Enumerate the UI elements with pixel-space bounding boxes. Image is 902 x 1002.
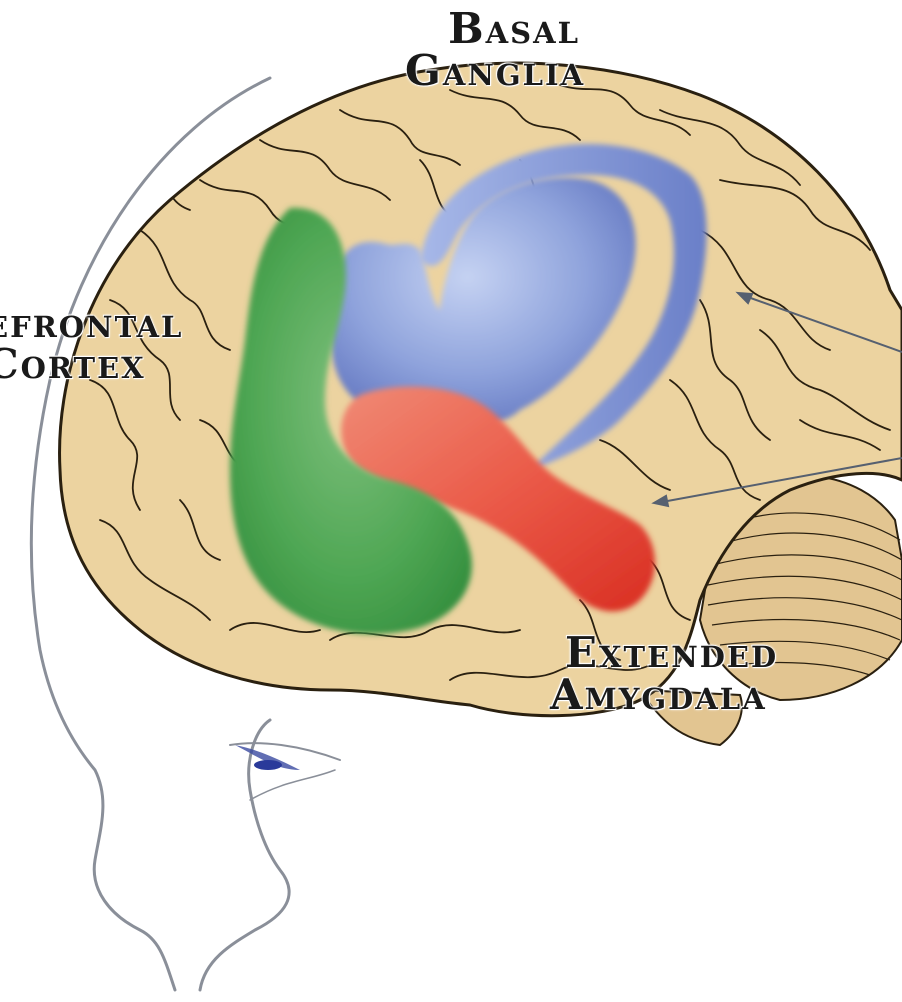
label-prefrontal-cortex-line1: efrontal — [0, 303, 183, 344]
label-extended-amygdala: Extended Amygdala — [565, 632, 778, 716]
label-prefrontal-cortex: efrontal Cortex — [0, 303, 183, 385]
label-basal-ganglia-line1: Basal — [405, 8, 585, 50]
label-prefrontal-cortex-line2: Cortex — [0, 344, 183, 385]
label-extended-amygdala-line1: Extended — [565, 632, 778, 674]
eye-shape — [235, 745, 300, 770]
label-basal-ganglia-line2: Ganglia — [405, 50, 585, 92]
label-basal-ganglia: Basal Ganglia — [405, 8, 585, 92]
label-extended-amygdala-line2: Amygdala — [550, 674, 778, 716]
